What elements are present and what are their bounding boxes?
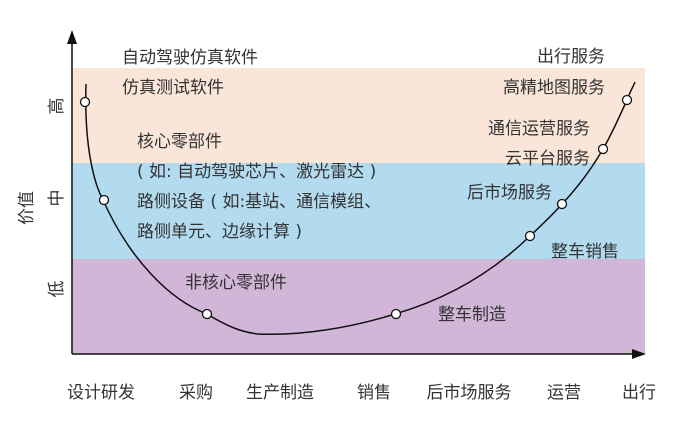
x-tick-operation: 运营 xyxy=(547,383,581,403)
y-axis-title: 价值 xyxy=(17,191,37,225)
band-mid xyxy=(72,163,645,259)
point-cloud-telecom xyxy=(597,143,609,155)
point-design xyxy=(79,96,91,108)
label-hd-map: 高精地图服务 xyxy=(503,78,605,98)
label-telecom: 通信运营服务 xyxy=(488,119,590,139)
label-sim-software: 自动驾驶仿真软件 xyxy=(122,48,258,68)
y-level-low: 低 xyxy=(47,281,67,298)
point-vehicle-mfg xyxy=(390,308,402,320)
label-roadside-2: 路侧单元、边缘计算 ) xyxy=(137,222,302,242)
x-tick-purchase: 采购 xyxy=(179,383,213,403)
x-tick-aftermarket: 后市场服务 xyxy=(427,383,512,403)
y-axis-arrow xyxy=(67,30,77,44)
curve-points xyxy=(79,94,633,320)
label-vehicle-mfg: 整车制造 xyxy=(438,305,506,325)
point-mobility-map xyxy=(621,94,633,106)
label-cloud: 云平台服务 xyxy=(505,149,590,169)
point-core-parts xyxy=(98,194,110,206)
label-vehicle-sales: 整车销售 xyxy=(551,242,619,262)
band-high xyxy=(72,68,645,163)
y-level-high: 高 xyxy=(47,98,67,115)
label-core-parts: 核心零部件 xyxy=(137,132,222,152)
x-tick-design: 设计研发 xyxy=(67,383,135,403)
label-noncore-parts: 非核心零部件 xyxy=(185,273,287,293)
label-aftermarket: 后市场服务 xyxy=(467,183,552,203)
point-noncore-parts xyxy=(201,308,213,320)
label-mobility: 出行服务 xyxy=(537,47,605,67)
x-tick-mobility: 出行 xyxy=(622,383,656,403)
label-sim-test: 仿真测试软件 xyxy=(122,78,224,98)
label-core-parts-eg: ( 如: 自动驾驶芯片、激光雷达 ) xyxy=(137,162,376,182)
x-tick-sales: 销售 xyxy=(357,383,391,403)
point-aftermarket xyxy=(556,198,568,210)
point-vehicle-sales xyxy=(524,230,536,242)
label-roadside-1: 路侧设备 ( 如:基站、通信模组、 xyxy=(137,192,381,212)
x-axis-arrow xyxy=(632,349,646,359)
band-low xyxy=(72,259,645,354)
y-level-mid: 中 xyxy=(47,190,67,207)
x-tick-production: 生产制造 xyxy=(246,383,314,403)
smile-curve xyxy=(85,81,636,336)
